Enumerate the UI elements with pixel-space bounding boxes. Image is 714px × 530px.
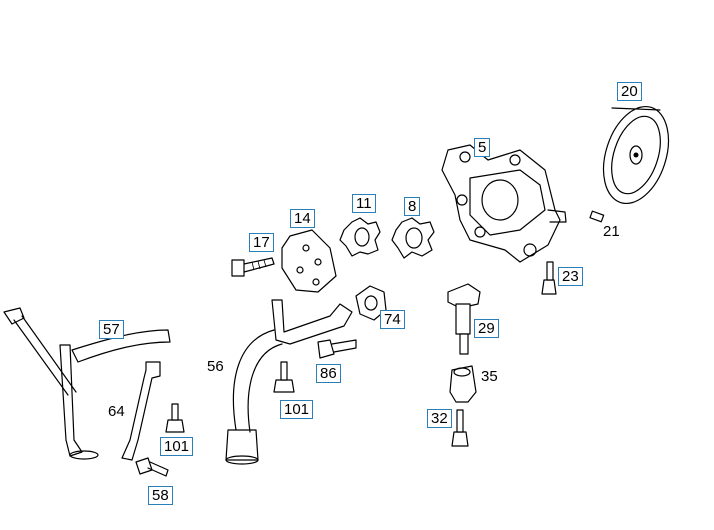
bolt-58-part[interactable] — [135, 457, 169, 477]
oil-pump-housing-part[interactable] — [441, 144, 567, 263]
outer-rotor-part[interactable] — [391, 217, 435, 259]
inner-rotor-part[interactable] — [339, 217, 381, 257]
callout-11[interactable]: 11 — [352, 194, 376, 213]
callout-5[interactable]: 5 — [474, 138, 491, 157]
callout-20[interactable]: 20 — [617, 82, 642, 101]
bolt-17-part[interactable] — [231, 257, 275, 277]
cover-plate-part[interactable] — [281, 229, 337, 293]
callout-101-upper[interactable]: 101 — [280, 400, 314, 419]
callout-8[interactable]: 8 — [404, 197, 421, 216]
dipstick-tube-part[interactable] — [3, 307, 171, 460]
valve-cap-part[interactable] — [449, 365, 477, 403]
callout-56[interactable]: 56 — [207, 358, 224, 375]
bracket-part[interactable] — [121, 361, 161, 461]
callout-21[interactable]: 21 — [603, 223, 620, 240]
relief-valve-part[interactable] — [447, 283, 481, 355]
pin-part[interactable] — [589, 210, 605, 223]
callout-101-lower[interactable]: 101 — [160, 437, 194, 456]
callout-32[interactable]: 32 — [427, 409, 452, 428]
callout-74[interactable]: 74 — [380, 310, 405, 329]
bolt-101-lower-part[interactable] — [165, 403, 185, 433]
callout-58[interactable]: 58 — [148, 486, 173, 505]
bolt-101-upper-part[interactable] — [273, 361, 295, 393]
callout-14[interactable]: 14 — [290, 209, 315, 228]
callout-64[interactable]: 64 — [108, 403, 125, 420]
oil-pickup-tube-part[interactable] — [225, 299, 353, 465]
bolt-86-part[interactable] — [317, 339, 357, 359]
bolt-23-part[interactable] — [541, 261, 557, 295]
callout-57[interactable]: 57 — [99, 320, 124, 339]
sprocket-part[interactable] — [592, 98, 680, 212]
bolt-32-part[interactable] — [451, 409, 469, 447]
callout-86[interactable]: 86 — [316, 364, 341, 383]
callout-29[interactable]: 29 — [474, 319, 499, 338]
callout-17[interactable]: 17 — [249, 233, 274, 252]
callout-35[interactable]: 35 — [481, 368, 498, 385]
callout-23[interactable]: 23 — [558, 267, 583, 286]
